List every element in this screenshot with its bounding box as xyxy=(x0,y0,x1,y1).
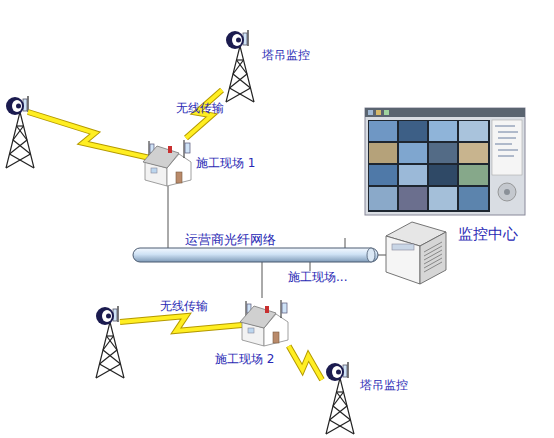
fiber-stub xyxy=(345,238,346,248)
fiber-link xyxy=(168,186,169,248)
camera-tower xyxy=(96,306,124,378)
tower-camera: 塔吊监控 xyxy=(222,30,258,102)
wireless-link xyxy=(289,346,322,380)
note-label: 施工现场... xyxy=(288,270,347,284)
wireless-bolt xyxy=(28,112,150,158)
wireless-bolt xyxy=(120,316,242,331)
node-label: 运营商光纤网络 xyxy=(185,232,276,247)
link-label: 无线传输 xyxy=(176,101,224,115)
note-label: 无线传输 xyxy=(160,299,208,313)
tower-camera-shape xyxy=(322,362,358,434)
site-house-shape xyxy=(240,298,290,346)
monitor-screenshot xyxy=(365,108,525,215)
fiber-network: 运营商光纤网络 xyxy=(133,248,378,262)
site-house: 施工现场 2 xyxy=(240,298,290,346)
fiber-link xyxy=(378,255,386,256)
tower-camera-shape xyxy=(222,30,258,102)
tower-camera: 塔吊监控 xyxy=(322,362,358,434)
node-label: 施工现场 1 xyxy=(196,156,255,170)
fiber-network-shape xyxy=(133,248,378,262)
fiber-stub xyxy=(310,262,311,271)
fiber-link xyxy=(262,262,263,298)
site-house-shape xyxy=(143,138,193,186)
node-label: 塔吊监控 xyxy=(360,378,408,392)
node-label: 监控中心 xyxy=(458,226,518,243)
node-label: 施工现场 2 xyxy=(215,352,274,366)
monitor-center: 监控中心 xyxy=(386,222,446,284)
site-house: 施工现场 1 xyxy=(143,138,193,186)
camera-tower xyxy=(6,96,34,168)
node-label: 塔吊监控 xyxy=(262,48,310,62)
monitor-center-shape xyxy=(386,222,446,284)
